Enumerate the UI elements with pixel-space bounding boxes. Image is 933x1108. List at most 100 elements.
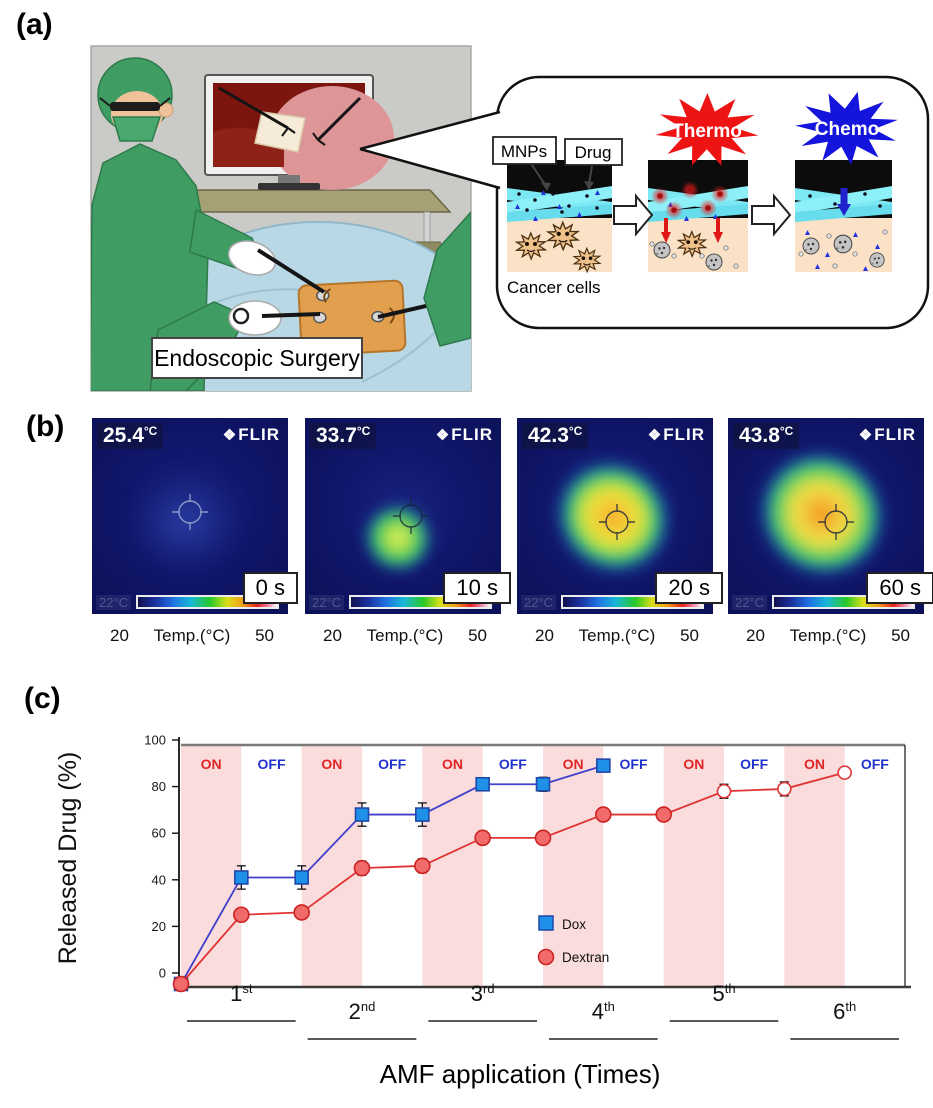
cycle-on-label: ON	[683, 756, 704, 772]
dextran-data-point	[777, 781, 792, 797]
callout-tail	[360, 112, 500, 188]
cycle-off-label: OFF	[861, 756, 889, 772]
scale-min: 20	[110, 626, 129, 645]
flir-wordmark: FLIR	[874, 425, 916, 444]
cycle-off-label: OFF	[378, 756, 406, 772]
legend-dox-marker	[538, 915, 554, 931]
elapsed-time-badge: 0 s	[242, 572, 298, 604]
crosshair-reticle-icon	[393, 498, 429, 534]
temp-value: 25.4	[103, 424, 144, 447]
flir-diamond-icon: ❖	[435, 427, 450, 444]
cycle-on-label: ON	[321, 756, 342, 772]
temp-value: 33.7	[316, 424, 357, 447]
y-tick-label: 100	[144, 733, 166, 748]
thermo-label: Thermo	[672, 121, 742, 142]
elapsed-time-badge: 20 s	[655, 572, 723, 604]
temperature-scale-caption: 20 Temp.(°C) 50	[728, 614, 924, 646]
dox-data-point	[596, 758, 611, 773]
dextran-data-point	[233, 906, 250, 924]
dextran-data-point	[414, 857, 431, 875]
x-period-label: 5th	[712, 981, 735, 1006]
cycle-off-label: OFF	[740, 756, 768, 772]
mechanism-callout: Thermo Chemo MNPs Drug Cancer cells	[359, 75, 930, 330]
cycle-off-label: OFF	[499, 756, 527, 772]
crosshair-reticle-icon	[172, 494, 208, 530]
panel-b-label: (b)	[26, 410, 65, 443]
spot-temperature: 33.7°C	[310, 423, 377, 449]
cycle-on-label: ON	[201, 756, 222, 772]
dox-data-point	[415, 807, 430, 822]
scale-label: Temp.(°C)	[578, 626, 656, 645]
colorbar-min-temp: 22°C	[96, 595, 132, 610]
scale-label: Temp.(°C)	[153, 626, 231, 645]
mnps-label: MNPs	[501, 142, 547, 161]
dox-data-point	[234, 870, 249, 885]
thermal-frame: 43.8°C ❖FLIR 22°C 60 s	[728, 418, 933, 614]
elapsed-time-badge: 10 s	[443, 572, 511, 604]
inset-step-delivery	[507, 160, 612, 273]
x-axis-title: AMF application (Times)	[380, 1059, 661, 1089]
x-period-label: 3rd	[471, 981, 495, 1006]
scale-max: 50	[468, 626, 487, 645]
colorbar-min-temp: 22°C	[732, 595, 768, 610]
x-period-label: 2nd	[349, 999, 376, 1024]
flir-diamond-icon: ❖	[858, 427, 873, 444]
flir-logo: ❖FLIR	[436, 425, 493, 445]
thermal-frame: 25.4°C ❖FLIR 22°C 0 s	[92, 418, 298, 614]
series-dextran	[172, 765, 852, 993]
cycle-off-label: OFF	[258, 756, 286, 772]
cycle-on-label: ON	[442, 756, 463, 772]
flir-wordmark: FLIR	[238, 425, 280, 444]
dextran-data-point	[293, 904, 310, 921]
panel-c-label: (c)	[24, 682, 61, 715]
colorbar-min-temp: 22°C	[521, 595, 557, 610]
scale-max: 50	[891, 626, 910, 645]
chemo-burst: Chemo	[795, 91, 898, 165]
inset-step-thermo	[648, 160, 748, 272]
temperature-scale-caption: 20 Temp.(°C) 50	[92, 614, 288, 646]
temp-unit: °C	[779, 424, 794, 438]
thermal-image-card: 25.4°C ❖FLIR 22°C 0 s 20 Temp.(°C) 50	[92, 418, 298, 646]
panel-a-label: (a)	[16, 8, 53, 41]
x-period-label: 6th	[833, 999, 856, 1024]
flir-diamond-icon: ❖	[647, 427, 662, 444]
temperature-scale-caption: 20 Temp.(°C) 50	[517, 614, 713, 646]
y-tick-label: 0	[159, 966, 166, 981]
thermal-image-card: 33.7°C ❖FLIR 22°C 10 s 20 Temp.(°C) 50	[305, 418, 511, 646]
flir-logo: ❖FLIR	[648, 425, 705, 445]
flir-wordmark: FLIR	[451, 425, 493, 444]
assistant-arm	[423, 210, 471, 347]
flir-logo: ❖FLIR	[223, 425, 280, 445]
spot-temperature: 42.3°C	[522, 423, 589, 449]
scale-min: 20	[746, 626, 765, 645]
dextran-data-point	[474, 829, 491, 847]
surgeon-mask	[112, 116, 162, 142]
scale-label: Temp.(°C)	[366, 626, 444, 645]
spot-temperature: 25.4°C	[97, 423, 164, 449]
mnps-callout: MNPs	[492, 136, 557, 191]
temp-value: 42.3	[528, 424, 569, 447]
scale-min: 20	[323, 626, 342, 645]
temperature-scale-caption: 20 Temp.(°C) 50	[305, 614, 501, 646]
thermal-frame: 33.7°C ❖FLIR 22°C 10 s	[305, 418, 511, 614]
scene-caption-text: Endoscopic Surgery	[154, 345, 360, 371]
temp-unit: °C	[568, 424, 583, 438]
flir-wordmark: FLIR	[663, 425, 705, 444]
spot-temperature: 43.8°C	[733, 423, 800, 449]
y-tick-label: 60	[152, 826, 166, 841]
x-period-label: 4th	[592, 999, 615, 1024]
dextran-data-point	[353, 859, 371, 877]
endoscopy-monitor	[204, 74, 394, 190]
x-period-label: 1st	[230, 981, 253, 1006]
drug-callout: Drug	[564, 138, 623, 190]
legend-dextran-marker	[537, 948, 555, 966]
cycle-on-label: ON	[804, 756, 825, 772]
inset-step-chemo	[795, 160, 892, 272]
dextran-data-point	[595, 806, 612, 823]
flir-diamond-icon: ❖	[222, 427, 237, 444]
